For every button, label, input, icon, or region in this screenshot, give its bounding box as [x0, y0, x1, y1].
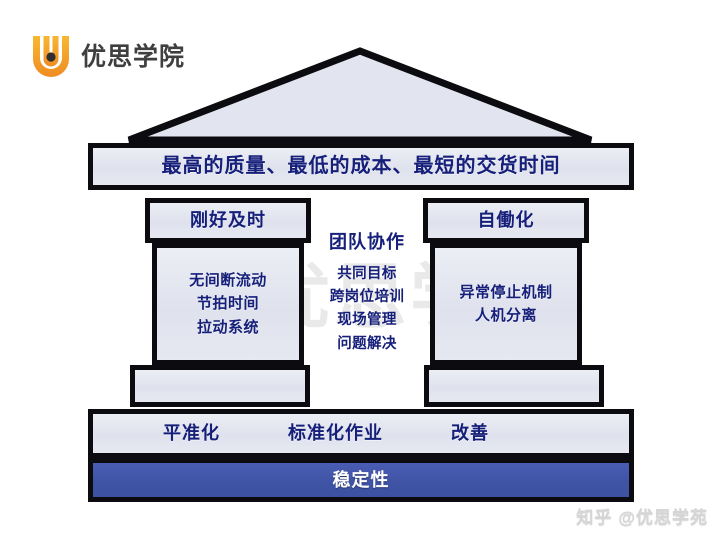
center-items: 共同目标 跨岗位培训 现场管理 问题解决	[330, 263, 405, 356]
foundation-item-standard-work: 标准化作业	[288, 423, 383, 444]
pillar-header-jit: 刚好及时	[145, 198, 311, 243]
zhihu-watermark: 知乎 @优思学苑	[576, 503, 708, 528]
u-shield-logo-icon	[30, 34, 72, 80]
base-stability-text: 稳定性	[332, 469, 390, 490]
list-item: 节拍时间	[196, 295, 259, 313]
foundation-row: 平准化 标准化作业 改善	[88, 409, 634, 458]
pillar-title-jit: 刚好及时	[190, 210, 266, 231]
brand-name: 优思学院	[81, 42, 186, 71]
list-item: 异常停止机制	[459, 283, 553, 301]
list-item: 无间断流动	[189, 272, 267, 290]
goal-banner-text: 最高的质量、最低的成本、最短的交货时间	[161, 155, 561, 177]
pillar-items-jit: 无间断流动 节拍时间 拉动系统	[189, 269, 267, 339]
pillar-base-jidoka	[424, 365, 604, 407]
list-item: 人机分离	[474, 307, 537, 324]
list-item: 共同目标	[337, 266, 397, 282]
pillar-header-jidoka: 自働化	[423, 198, 589, 243]
foundation-item-kaizen: 改善	[451, 423, 489, 444]
center-title: 团队协作	[329, 232, 405, 252]
zhihu-platform-label: 知乎	[576, 508, 613, 527]
center-teamwork-column: 团队协作 共同目标 跨岗位培训 现场管理 问题解决	[304, 228, 430, 368]
zhihu-handle-label: @优思学苑	[618, 508, 708, 527]
pillar-title-jidoka: 自働化	[477, 210, 535, 231]
pillar-base-jit	[130, 365, 310, 407]
foundation-item-heijunka: 平准化	[163, 423, 220, 444]
list-item: 问题解决	[337, 335, 397, 352]
pillar-items-jidoka: 异常停止机制 人机分离	[459, 281, 552, 328]
pillar-body-jit: 无间断流动 节拍时间 拉动系统	[152, 243, 304, 365]
goal-banner: 最高的质量、最低的成本、最短的交货时间	[88, 143, 634, 190]
pillar-body-jidoka: 异常停止机制 人机分离	[430, 243, 582, 365]
list-item: 跨岗位培训	[329, 289, 405, 306]
base-stability-bar: 稳定性	[88, 458, 634, 502]
list-item: 拉动系统	[196, 318, 259, 336]
roof-triangle	[125, 47, 595, 144]
list-item: 现场管理	[337, 312, 397, 329]
brand-logo: 优思学院	[30, 34, 185, 80]
